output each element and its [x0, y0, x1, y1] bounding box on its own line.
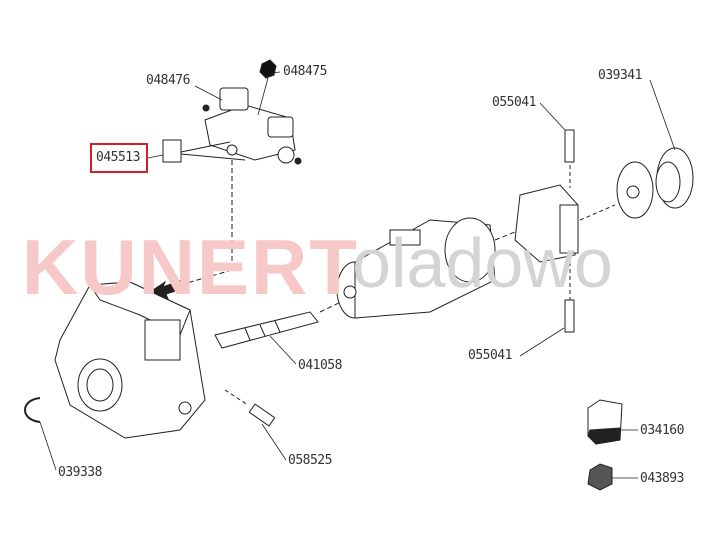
control-plate [514, 184, 579, 263]
part-label[interactable]: 039338 [58, 465, 102, 480]
part-label[interactable]: 048475 [283, 64, 327, 79]
part-label[interactable]: 041058 [298, 358, 342, 373]
plug [248, 403, 276, 427]
part-label[interactable]: 055041 [468, 348, 512, 363]
part-label[interactable]: 043893 [640, 471, 684, 486]
kit-box [587, 399, 623, 445]
valve-block [162, 59, 302, 286]
part-label[interactable]: 039341 [598, 68, 642, 83]
highlight-box [90, 143, 148, 173]
fitting-top [564, 129, 575, 163]
part-label[interactable]: 034160 [640, 423, 684, 438]
coupling [655, 147, 694, 209]
part-label[interactable]: 055041 [492, 95, 536, 110]
shaft [214, 299, 346, 349]
filter-element [587, 463, 613, 491]
assembly-arrow [148, 279, 186, 300]
flange [616, 161, 654, 219]
part-label[interactable]: 048476 [146, 73, 190, 88]
part-label-highlighted[interactable]: 045513 [96, 150, 140, 165]
motor [336, 217, 516, 319]
pump-housing [54, 281, 206, 439]
snap-ring [24, 397, 41, 423]
leader-lines [39, 71, 676, 479]
part-label[interactable]: 058525 [288, 453, 332, 468]
fitting-bottom [564, 299, 575, 333]
